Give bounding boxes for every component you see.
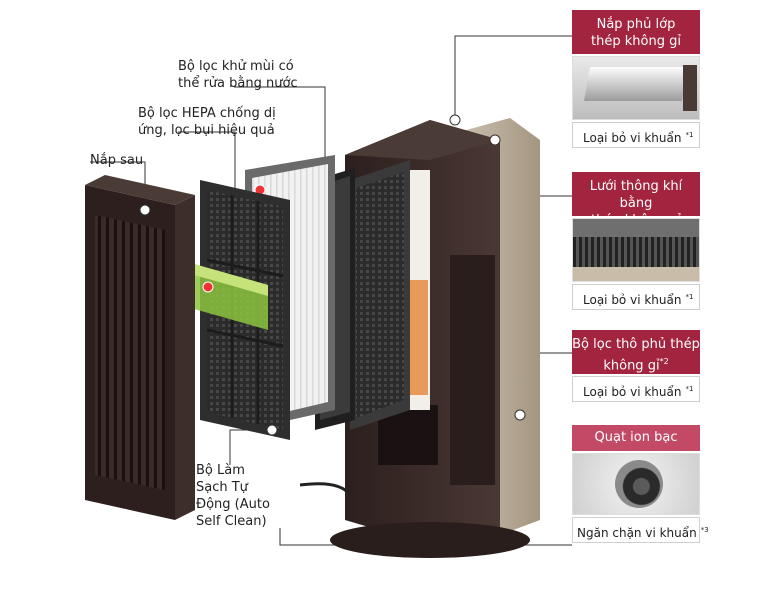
back-cover-part — [85, 175, 195, 520]
panel-vent-caption-text: Loại bỏ vi khuẩn — [583, 293, 682, 307]
hepa-label-line1: Bộ lọc HEPA chống dị — [138, 106, 276, 121]
panel-cover-title-line1: Nắp phủ lớp — [596, 17, 676, 32]
autoclean-label-line4: Self Clean) — [196, 514, 267, 529]
autoclean-label-line3: Động (Auto — [196, 497, 270, 512]
autoclean-label-line1: Bộ Làm — [196, 463, 245, 478]
panel-cover-image — [572, 56, 700, 120]
panel-cover-caption: Loại bỏ vi khuẩn*1 — [572, 122, 700, 148]
panel-ion-fan-caption: Ngăn chặn vi khuẩn*3 — [572, 517, 709, 543]
panel-vent-note: *1 — [685, 293, 694, 301]
autoclean-filter-part — [180, 180, 290, 440]
autoclean-label: Bộ Làm Sạch Tự Động (Auto Self Clean) — [196, 462, 270, 530]
autoclean-label-line2: Sạch Tự — [196, 480, 248, 495]
panel-prefilter-title-line1: Bộ lọc thô phủ thép — [572, 337, 700, 352]
panel-prefilter-title-note: *2 — [659, 357, 669, 366]
panel-vent-caption: Loại bỏ vi khuẩn*1 — [572, 284, 700, 310]
back-cover-label: Nắp sau — [90, 152, 143, 169]
panel-vent-title: Lưới thông khí bằng thép không gỉ — [572, 172, 700, 228]
panel-cover-note: *1 — [685, 131, 694, 139]
panel-ion-fan-note: *3 — [700, 526, 709, 534]
ion-fan-icon — [615, 460, 663, 508]
panel-prefilter-note: *1 — [685, 385, 694, 393]
panel-ion-fan-caption-text: Ngăn chặn vi khuẩn — [577, 526, 697, 540]
panel-cover-caption-text: Loại bỏ vi khuẩn — [583, 131, 682, 145]
panel-ion-fan-title: Quạt ion bạc — [572, 425, 700, 451]
hepa-label-line2: ứng, lọc bụi hiệu quả — [138, 123, 275, 138]
panel-prefilter-title-line2: không gỉ — [603, 358, 660, 374]
panel-cover-title-line2: thép không gỉ — [591, 34, 681, 49]
panel-cover-title: Nắp phủ lớp thép không gỉ — [572, 10, 700, 54]
deodorizer-label-line1: Bộ lọc khử mùi có — [178, 59, 294, 74]
panel-ion-fan-image — [572, 453, 700, 515]
panel-vent-title-line1: Lưới thông khí bằng — [589, 179, 683, 211]
panel-prefilter-caption-text: Loại bỏ vi khuẩn — [583, 385, 682, 399]
hepa-filter-label: Bộ lọc HEPA chống dị ứng, lọc bụi hiệu q… — [138, 105, 276, 139]
panel-vent-image — [572, 218, 700, 282]
panel-prefilter-caption: Loại bỏ vi khuẩn*1 — [572, 376, 700, 402]
deodorizer-label-line2: thể rửa bằng nước — [178, 76, 298, 91]
back-cover-label-text: Nắp sau — [90, 153, 144, 168]
panel-prefilter-title: Bộ lọc thô phủ thép không gỉ*2 — [572, 330, 700, 374]
deodorizer-filter-label: Bộ lọc khử mùi có thể rửa bằng nước — [178, 58, 298, 92]
prefilter-mesh-part — [350, 160, 410, 430]
